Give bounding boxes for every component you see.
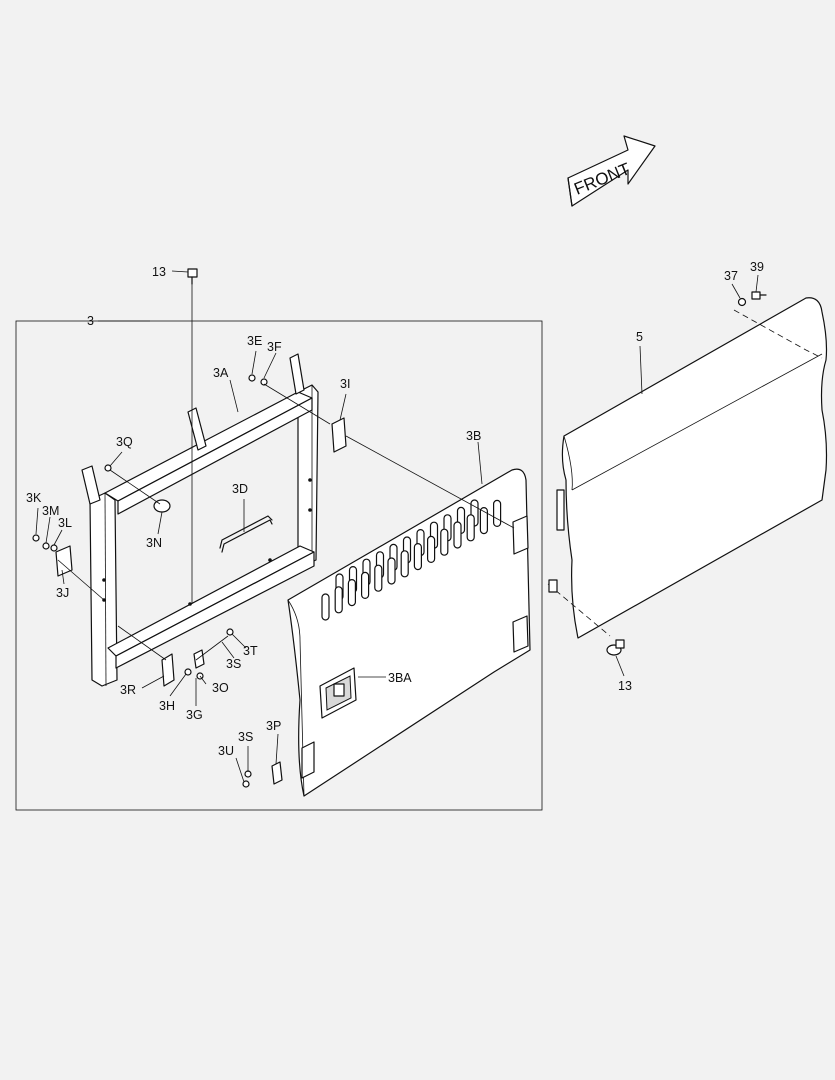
callout-labels: 13 3 3E 3F 3A 3I 3Q 3B 3D 3K 3M 3L 3N 3J… bbox=[26, 260, 764, 758]
label-13-top: 13 bbox=[152, 265, 166, 279]
label-3BA: 3BA bbox=[388, 671, 412, 685]
label-3T: 3T bbox=[243, 644, 258, 658]
panel-5 bbox=[547, 297, 828, 639]
clip-3I bbox=[331, 417, 347, 453]
label-3P: 3P bbox=[266, 719, 281, 733]
label-3I: 3I bbox=[340, 377, 350, 391]
panel-3B bbox=[287, 468, 531, 797]
bolt-13-top bbox=[187, 268, 198, 285]
label-3E: 3E bbox=[247, 334, 262, 348]
louver-slot bbox=[347, 578, 356, 607]
louver-slot bbox=[493, 499, 502, 527]
label-3M: 3M bbox=[42, 504, 59, 518]
panel-louvers bbox=[321, 499, 502, 621]
label-3Q: 3Q bbox=[116, 435, 133, 449]
label-3G: 3G bbox=[186, 708, 203, 722]
label-3N: 3N bbox=[146, 536, 162, 550]
bolt-39 bbox=[751, 291, 767, 300]
louver-slot bbox=[479, 507, 488, 535]
label-37: 37 bbox=[724, 269, 738, 283]
label-3F: 3F bbox=[267, 340, 282, 354]
louver-slot bbox=[361, 571, 370, 600]
label-3S-low: 3S bbox=[238, 730, 253, 744]
louver-slot bbox=[466, 514, 475, 542]
label-3U: 3U bbox=[218, 744, 234, 758]
label-3K: 3K bbox=[26, 491, 42, 505]
label-5: 5 bbox=[636, 330, 643, 344]
label-3J: 3J bbox=[56, 586, 69, 600]
label-39: 39 bbox=[750, 260, 764, 274]
louver-slot bbox=[427, 535, 436, 564]
louver-slot bbox=[400, 550, 409, 578]
louver-slot bbox=[374, 564, 383, 592]
latch-3BA bbox=[319, 667, 357, 719]
louver-slot bbox=[440, 528, 449, 556]
knob-13-bottom bbox=[606, 639, 625, 656]
frame-3A bbox=[81, 353, 319, 687]
label-3A: 3A bbox=[213, 366, 229, 380]
louver-slot bbox=[413, 542, 422, 571]
label-3S-mid: 3S bbox=[226, 657, 241, 671]
bracket-3J bbox=[55, 545, 73, 577]
handle-3D bbox=[219, 515, 273, 549]
label-3: 3 bbox=[87, 314, 94, 328]
label-3D: 3D bbox=[232, 482, 248, 496]
louver-slot bbox=[321, 593, 330, 621]
label-3L: 3L bbox=[58, 516, 72, 530]
louver-slot bbox=[387, 557, 396, 585]
louver-slot bbox=[453, 521, 462, 549]
label-3R: 3R bbox=[120, 683, 136, 697]
leader-lines bbox=[35, 270, 759, 783]
subassembly-box bbox=[15, 320, 543, 811]
label-13-bottom: 13 bbox=[618, 679, 632, 693]
label-3H: 3H bbox=[159, 699, 175, 713]
label-3O: 3O bbox=[212, 681, 229, 695]
louver-slot bbox=[334, 586, 343, 614]
front-arrow: FRONT bbox=[567, 135, 656, 207]
label-3B: 3B bbox=[466, 429, 481, 443]
washer-37 bbox=[737, 297, 747, 307]
